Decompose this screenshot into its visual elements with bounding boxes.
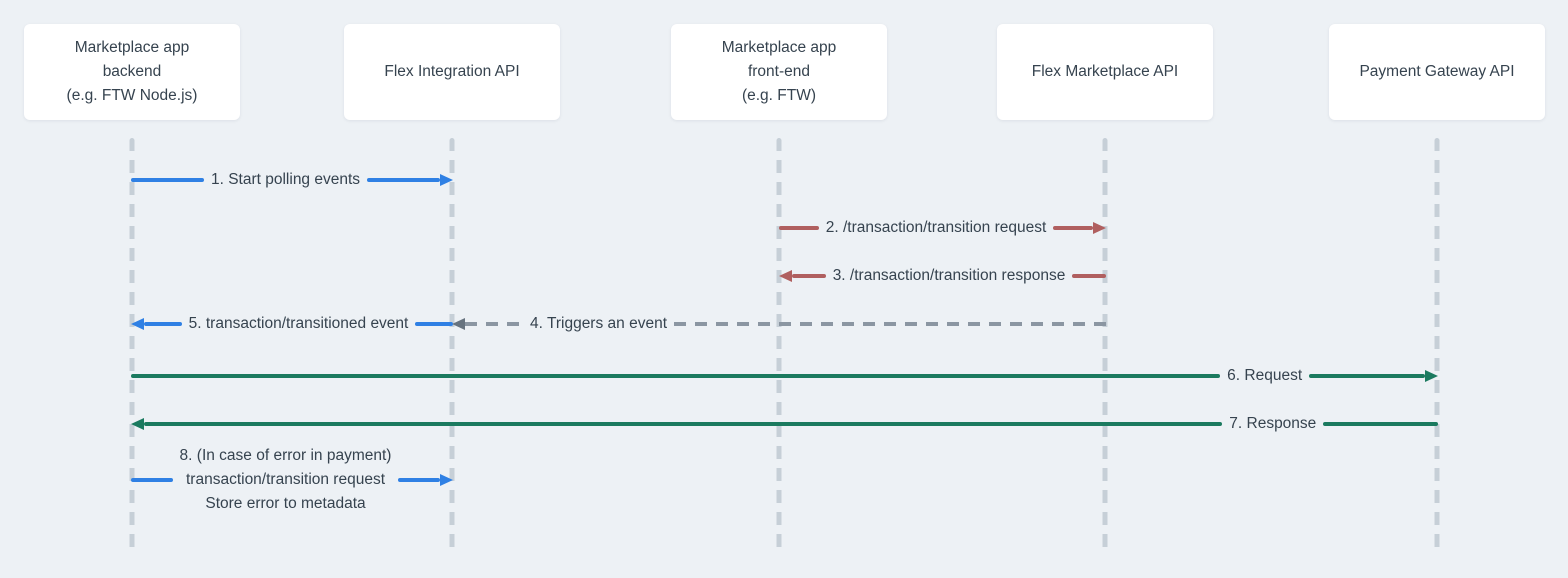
arrow-line xyxy=(779,226,819,230)
arrow-line xyxy=(1072,274,1107,278)
arrow-line xyxy=(144,422,1223,426)
message-2-transition-request: 2. /transaction/transition request xyxy=(779,219,1107,237)
arrowhead-left-icon xyxy=(131,318,144,330)
participant-flex-marketplace-api: Flex Marketplace API xyxy=(997,24,1213,120)
lifeline-marketplace-backend xyxy=(129,138,135,550)
arrowhead-right-icon xyxy=(440,174,453,186)
arrow-line xyxy=(792,274,826,278)
lifeline-flex-integration-api xyxy=(449,138,455,550)
arrowhead-left-icon xyxy=(131,418,144,430)
arrow-line xyxy=(131,178,204,182)
message-label: 3. /transaction/transition response xyxy=(832,267,1066,284)
arrow-line xyxy=(1053,226,1094,230)
arrow-line xyxy=(367,178,440,182)
arrowhead-right-icon xyxy=(1093,222,1107,234)
message-label-line-2: transaction/transition request xyxy=(185,471,386,488)
message-label: 2. /transaction/transition request xyxy=(825,219,1047,236)
arrow-line xyxy=(1309,374,1425,378)
message-6-request: 6. Request xyxy=(131,367,1438,385)
message-label-line-3: Store error to metadata xyxy=(205,495,366,512)
message-8-error-transition-request: 8. (In case of error in payment) transac… xyxy=(131,444,454,516)
participant-payment-gateway-api: Payment Gateway API xyxy=(1329,24,1545,120)
arrowhead-left-icon xyxy=(452,318,465,330)
arrow-line xyxy=(144,322,182,326)
lifeline-marketplace-frontend xyxy=(776,138,782,550)
message-label: 8. (In case of error in payment) transac… xyxy=(173,444,399,516)
message-7-response: 7. Response xyxy=(131,415,1438,433)
participant-marketplace-frontend: Marketplace app front-end (e.g. FTW) xyxy=(671,24,887,120)
lifeline-payment-gateway-api xyxy=(1434,138,1440,550)
message-label: 4. Triggers an event xyxy=(530,315,667,332)
arrowhead-left-icon xyxy=(779,270,792,282)
message-label: 1. Start polling events xyxy=(210,171,361,188)
message-3-transition-response: 3. /transaction/transition response xyxy=(779,267,1107,285)
message-label: 7. Response xyxy=(1229,415,1317,432)
arrowhead-right-icon xyxy=(1425,370,1438,382)
arrow-line xyxy=(398,478,441,482)
message-1-start-polling: 1. Start polling events xyxy=(131,171,453,189)
message-4-triggers-event: 4. Triggers an event xyxy=(452,315,1106,333)
arrow-line xyxy=(1323,422,1438,426)
arrow-line xyxy=(131,478,173,482)
arrowhead-right-icon xyxy=(440,474,454,486)
arrow-line-dashed xyxy=(674,322,1106,326)
lifeline-flex-marketplace-api xyxy=(1102,138,1108,550)
message-label-line-1: 8. (In case of error in payment) xyxy=(179,447,392,464)
arrow-line-dashed xyxy=(465,322,523,326)
arrow-line xyxy=(131,374,1221,378)
message-5-transitioned-event: 5. transaction/transitioned event xyxy=(131,315,453,333)
arrow-line xyxy=(415,322,453,326)
participant-flex-integration-api: Flex Integration API xyxy=(344,24,560,120)
message-label: 5. transaction/transitioned event xyxy=(188,315,409,332)
participant-marketplace-backend: Marketplace app backend (e.g. FTW Node.j… xyxy=(24,24,240,120)
message-label: 6. Request xyxy=(1227,367,1303,384)
